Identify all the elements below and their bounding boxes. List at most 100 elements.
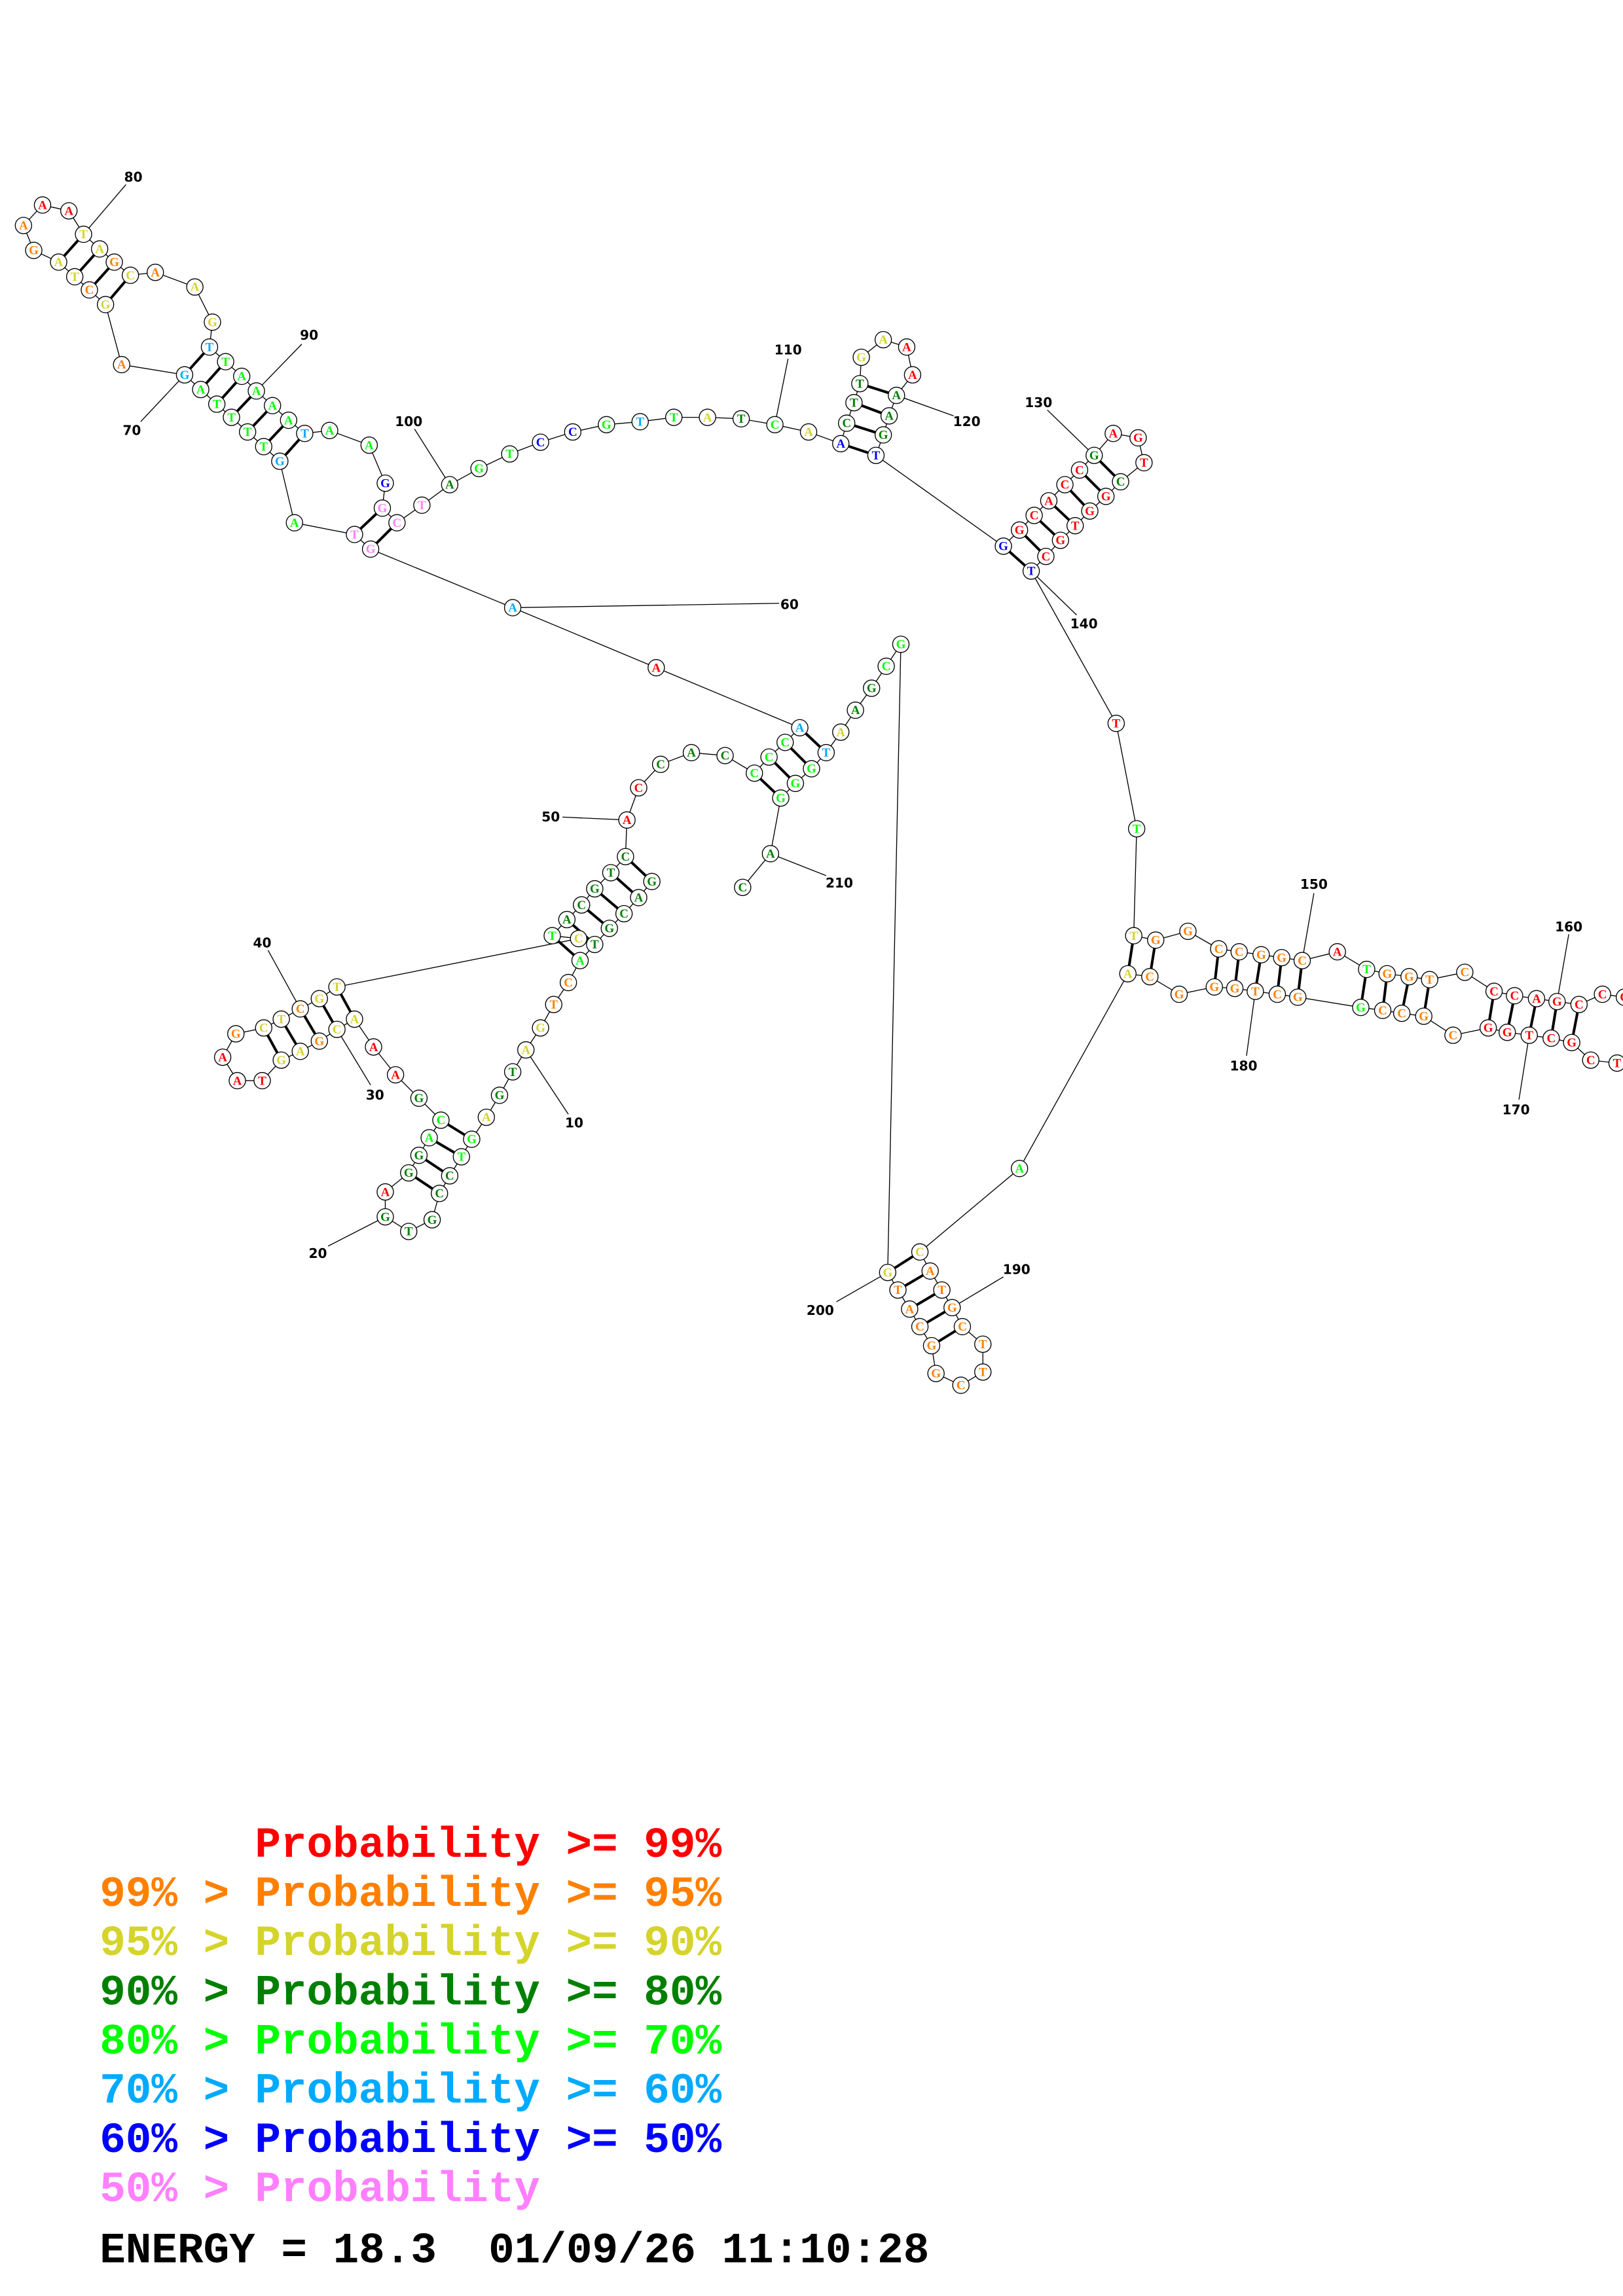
nucleotide-base: T [1362, 963, 1371, 977]
nucleotide-circle [586, 880, 604, 898]
nucleotide-88: T [217, 353, 234, 370]
base-pair-bond [615, 877, 634, 893]
nucleotide-139: C [1037, 547, 1055, 565]
nucleotide-base: G [1209, 980, 1219, 994]
nucleotide-184: C [1141, 968, 1159, 986]
nucleotide-circle [943, 1299, 961, 1317]
base-pair-bond [861, 404, 883, 414]
nucleotide-base: T [259, 440, 268, 454]
nucleotide-circle [431, 1185, 448, 1202]
nucleotide-base: T [1251, 985, 1260, 999]
backbone-segment [656, 667, 800, 728]
nucleotide-base: A [482, 1111, 491, 1124]
nucleotide-base: G [276, 1054, 286, 1067]
nucleotide-circle [90, 240, 109, 258]
nucleotide-base: A [425, 1132, 434, 1145]
base-pair-bond [600, 893, 619, 910]
position-label-leader [513, 603, 780, 609]
nucleotide-circle [766, 416, 784, 434]
nucleotide-circle [879, 1263, 897, 1282]
nucleotide-circle [247, 382, 265, 400]
nucleotide-base: A [296, 1045, 305, 1059]
nucleotide-base: G [180, 368, 190, 382]
nucleotide-base: G [1293, 991, 1303, 1005]
legend-label: Probability >= 70% [255, 2018, 721, 2067]
nucleotide-circle [922, 1336, 941, 1355]
backbone-segment [1298, 996, 1361, 1008]
nucleotide-circle [877, 657, 895, 675]
nucleotide-102: T [501, 445, 519, 463]
nucleotide-circle [33, 196, 52, 214]
nucleotide-105: G [598, 416, 615, 434]
nucleotide-124: G [994, 537, 1012, 555]
nucleotide-140: T [1022, 562, 1040, 580]
nucleotide-90: A [247, 382, 265, 400]
backbone-segment [337, 938, 579, 988]
nucleotide-circle [321, 422, 338, 439]
nucleotide-80: T [75, 225, 92, 243]
nucleotide-circle [832, 435, 850, 453]
nucleotide-18: G [423, 1211, 441, 1229]
nucleotide-160: G [1548, 993, 1566, 1011]
nucleotide-circle [817, 744, 835, 762]
nucleotide-196: G [922, 1336, 941, 1355]
nucleotide-87: T [200, 338, 219, 356]
base-pair-bond [1507, 1003, 1514, 1025]
nucleotide-34: T [253, 1071, 271, 1090]
nucleotide-56: C [760, 748, 778, 766]
nucleotide-base: C [1586, 1054, 1596, 1067]
nucleotide-base: A [1015, 1162, 1024, 1175]
nucleotide-base: G [604, 922, 614, 936]
nucleotide-circle [517, 1041, 535, 1059]
nucleotide-circle [1135, 454, 1153, 472]
nucleotide-circle [874, 426, 892, 444]
nucleotide-65: T [255, 438, 272, 456]
nucleotide-circle [1378, 965, 1396, 982]
nucleotide-circle [1205, 978, 1223, 996]
nucleotide-96: G [376, 475, 394, 492]
nucleotide-base: T [938, 1283, 946, 1297]
nucleotide-98: C [388, 514, 406, 531]
nucleotide-186: A [1010, 1160, 1029, 1177]
nucleotide-174: G [1415, 1007, 1432, 1025]
nucleotide-base: A [233, 1074, 242, 1088]
nucleotide-circle [851, 374, 869, 393]
nucleotide-49: C [617, 848, 634, 865]
nucleotide-circle [889, 1281, 907, 1299]
nucleotide-circle [898, 338, 916, 356]
nucleotide-base: C [619, 907, 629, 921]
nucleotide-base: G [931, 1367, 941, 1381]
nucleotide-60: A [503, 599, 522, 617]
nucleotide-circle [200, 338, 219, 356]
nucleotide-circle [192, 380, 210, 399]
base-pair-bond [587, 909, 604, 925]
nucleotide-193: T [974, 1363, 992, 1381]
nucleotide-circle [1104, 425, 1122, 442]
nucleotide-circle [1456, 963, 1474, 981]
nucleotide-1: G [643, 872, 661, 891]
nucleotide-circle [75, 225, 92, 243]
nucleotide-base: A [623, 814, 632, 827]
nucleotide-circle [233, 367, 251, 386]
nucleotide-base: G [495, 1089, 505, 1103]
nucleotide-circle [296, 425, 314, 442]
nucleotide-circle [1393, 1004, 1411, 1022]
nucleotide-base: A [64, 204, 73, 218]
nucleotide-base: C [564, 976, 573, 990]
position-label-leader [256, 344, 302, 391]
nucleotide-base: G [314, 1035, 324, 1049]
nucleotide-121: A [880, 407, 898, 425]
base-pair-bond [1297, 968, 1303, 990]
nucleotide-base: A [350, 1013, 359, 1026]
nucleotide-base: G [1175, 988, 1184, 1001]
nucleotide-190: G [943, 1299, 961, 1317]
nucleotide-base: A [836, 437, 845, 451]
nucleotide-circle [291, 1000, 309, 1018]
nucleotide-circle [1358, 960, 1376, 978]
nucleotide-base: C [780, 736, 790, 749]
nucleotide-16: C [441, 1167, 459, 1185]
position-label: 60 [780, 597, 799, 613]
nucleotide-circle [1112, 473, 1129, 491]
